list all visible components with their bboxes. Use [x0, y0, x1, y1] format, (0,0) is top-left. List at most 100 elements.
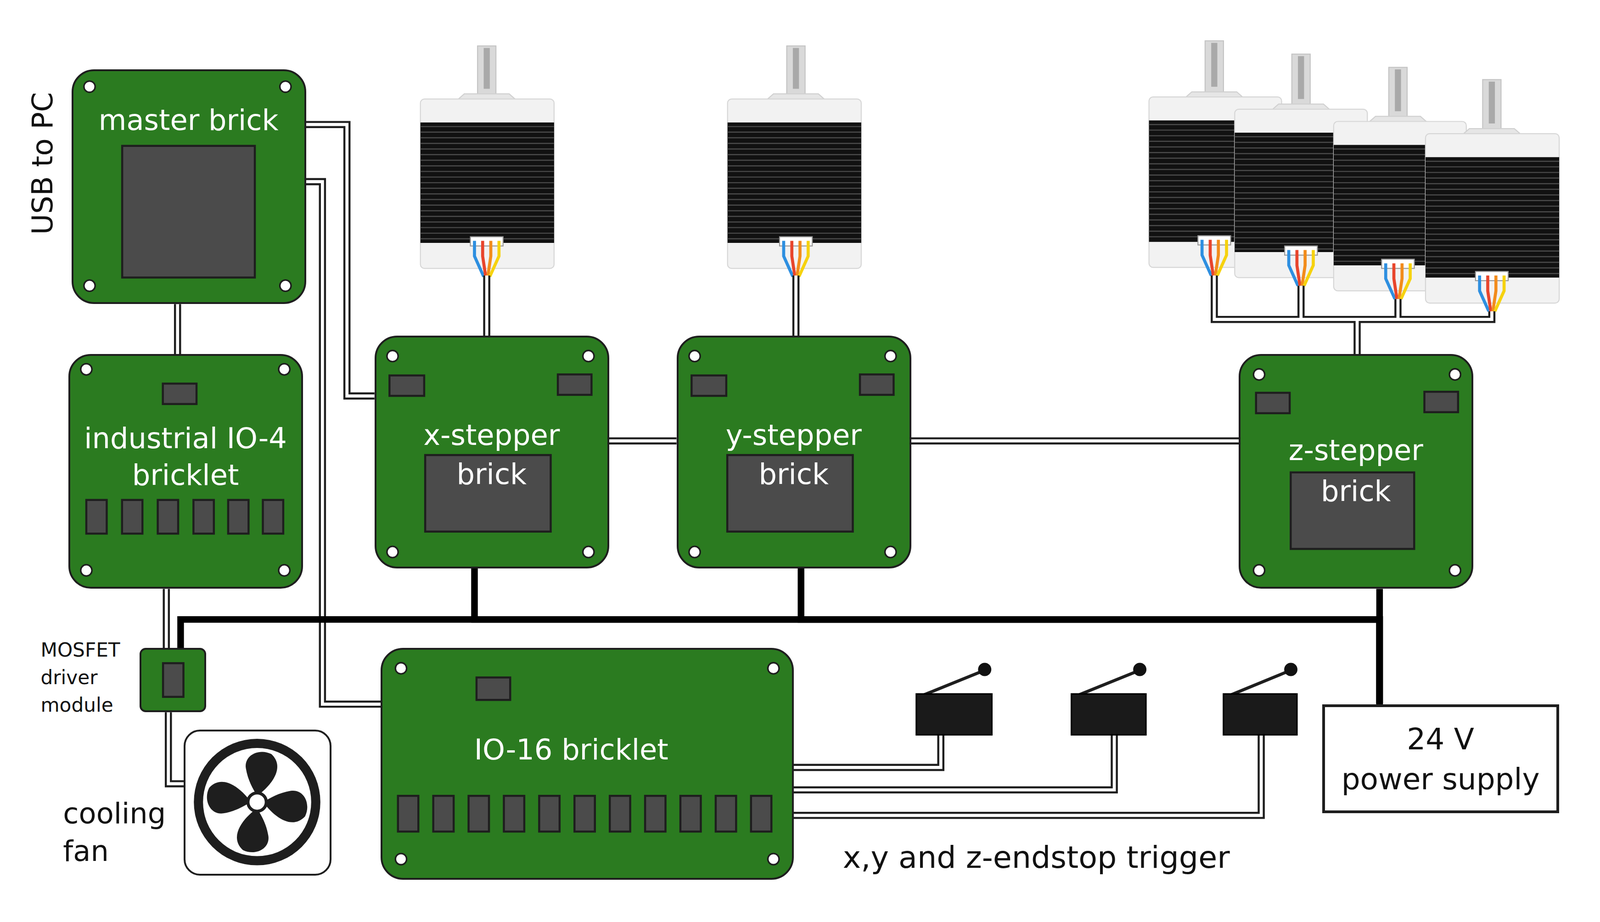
motor-fin: [420, 193, 555, 195]
motor-fin: [420, 210, 555, 212]
motor-lead: [489, 241, 500, 277]
chip-or-connector: [432, 795, 454, 832]
motor-fin: [727, 176, 862, 178]
motor-fin: [727, 131, 862, 133]
motor-lead: [1296, 250, 1301, 287]
cable: [785, 734, 1115, 790]
node-text: cooling fan: [62, 794, 181, 871]
motor-fin: [420, 137, 555, 139]
motor-lead: [1210, 239, 1214, 276]
fan-blade: [206, 781, 251, 814]
mounting-hole: [885, 546, 897, 558]
mounting-hole: [885, 350, 897, 362]
cable: [1214, 275, 1493, 320]
motor-fin: [1425, 228, 1560, 230]
fan-blade: [263, 790, 308, 823]
connector-group: [609, 440, 677, 442]
motor-shaft-flat: [792, 47, 799, 89]
motor-fin: [727, 187, 862, 189]
cable-core: [1214, 275, 1493, 320]
motor-fin: [727, 170, 862, 172]
motor-fin: [1425, 188, 1560, 190]
board-detail: [1322, 703, 1560, 814]
chip-or-connector: [397, 795, 418, 832]
switch-body: [916, 693, 992, 735]
motor-housing: [420, 99, 555, 269]
motor-housing: [727, 99, 862, 269]
motor-fin: [727, 148, 862, 150]
stepper-motor: [727, 45, 862, 277]
motor-lead: [1494, 275, 1505, 312]
cable-core: [485, 275, 489, 336]
chip-or-connector: [389, 375, 425, 396]
motor-fin: [1425, 171, 1560, 173]
motor-lead: [1398, 263, 1403, 299]
chip-or-connector: [263, 499, 284, 534]
motor-fin: [420, 154, 555, 156]
text-line: industrial IO-4: [32, 420, 339, 457]
motor-fin: [727, 142, 862, 144]
chip-or-connector: [468, 795, 489, 832]
chip-or-connector: [193, 499, 214, 534]
motor-lead: [1493, 275, 1497, 312]
bus-cable-core: [175, 303, 180, 354]
text-line: power supply: [1287, 759, 1594, 800]
motor-lead: [798, 241, 809, 277]
power-line: [801, 568, 1380, 705]
connector-group: [911, 440, 1239, 442]
endstop-switch: [1071, 662, 1147, 736]
mounting-hole: [80, 564, 92, 576]
bus-cable: [306, 181, 381, 705]
board-detail: [183, 729, 332, 876]
chip-or-connector: [691, 375, 727, 396]
motor-lead: [791, 241, 796, 277]
node-text: IO-16 bricklet: [418, 731, 725, 769]
rotated-label: USB to PC: [24, 91, 62, 235]
mounting-hole: [387, 350, 399, 362]
motor-shaft: [1291, 54, 1311, 110]
chip-or-connector: [162, 662, 184, 697]
motor-fin: [420, 131, 555, 133]
bus-cable: [162, 588, 171, 648]
motor-lead: [1393, 263, 1398, 299]
motor-fin: [1425, 267, 1560, 269]
chip-or-connector: [503, 795, 524, 832]
motor-shaft-flat: [1394, 69, 1401, 112]
motor-fin: [1425, 261, 1560, 263]
mounting-hole: [280, 280, 292, 292]
motor-shaft-flat: [1211, 42, 1218, 87]
switch-lever: [1230, 671, 1288, 695]
power-supply-box: 24 V power supply: [1322, 704, 1560, 814]
cable: [1353, 319, 1361, 355]
motor-fin: [1425, 244, 1560, 246]
mounting-hole: [280, 80, 292, 92]
mounting-hole: [1449, 564, 1461, 576]
bus-cable: [306, 124, 375, 396]
motor-fin: [727, 182, 862, 184]
motor-body: [1425, 157, 1560, 278]
mounting-hole: [80, 363, 92, 375]
text-line: z-stepper: [1202, 430, 1510, 472]
motor-shaft: [1482, 79, 1501, 134]
mounting-hole: [689, 350, 701, 362]
motor-shaft: [1205, 40, 1224, 97]
cable-core: [785, 734, 1262, 816]
switch-lever: [1078, 671, 1137, 695]
motor-fin: [420, 232, 555, 234]
motor-fin: [1425, 222, 1560, 224]
node-text: industrial IO-4 bricklet: [32, 420, 339, 494]
connector-group: [306, 124, 375, 396]
connector-group: [177, 303, 179, 354]
bus-cable: [911, 437, 1239, 445]
motor-shaft-flat: [483, 47, 490, 89]
text-line: cooling: [62, 794, 181, 833]
text-line: MOSFET: [40, 636, 138, 664]
text-line: brick: [1202, 471, 1510, 512]
text-line: brick: [338, 454, 645, 494]
endstop-switch: [916, 662, 992, 736]
bus-cable: [174, 303, 182, 354]
motor-fin: [1425, 233, 1560, 235]
fan-ring: [193, 738, 321, 866]
cable: [1297, 285, 1305, 320]
